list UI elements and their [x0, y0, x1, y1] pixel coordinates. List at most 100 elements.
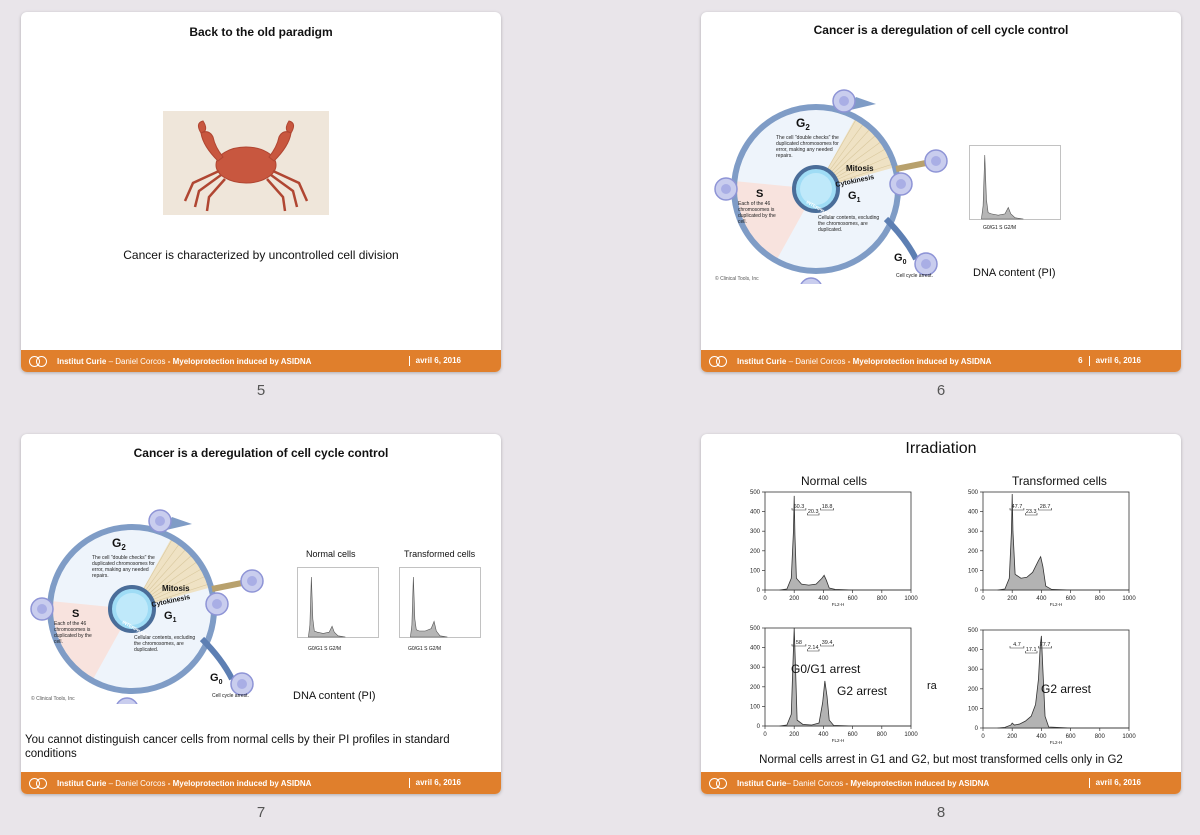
gate-label: 58 — [796, 640, 802, 646]
footer-author: Daniel Corcos — [115, 356, 166, 366]
plot-frame — [764, 627, 912, 727]
slide-body-text: Cancer is characterized by uncontrolled … — [123, 248, 399, 262]
histogram-svg — [399, 567, 481, 638]
cell-icon — [240, 569, 264, 593]
footer-topic: Myeloprotection induced by ASIDNA — [172, 356, 312, 366]
x-tick-label: 800 — [877, 732, 888, 738]
y-tick-label: 300 — [968, 529, 979, 535]
y-tick-label: 500 — [968, 490, 979, 496]
plot-frame — [982, 491, 1130, 591]
plot-frame — [764, 491, 912, 591]
gate-bracket — [1038, 646, 1052, 649]
transformed-cells-label: Transformed cells — [404, 549, 476, 559]
institut-curie-logo-icon — [29, 777, 49, 789]
histogram-area — [410, 576, 448, 638]
y-tick-label: 0 — [975, 726, 979, 732]
histogram-svg — [969, 145, 1061, 220]
x-axis-label: FL2-H — [832, 602, 845, 607]
y-tick-label: 300 — [750, 529, 761, 535]
y-tick-label: 500 — [750, 490, 761, 496]
gate-bracket — [1009, 646, 1025, 649]
y-tick-label: 500 — [968, 628, 979, 634]
g2-arrest-label: G2 arrest — [1041, 682, 1092, 696]
gate-label: 39.4 — [822, 640, 833, 646]
y-tick-label: 400 — [968, 648, 979, 654]
footer-author: Daniel Corcos — [795, 356, 846, 366]
cell-icon — [148, 509, 172, 533]
cell-icon — [714, 177, 738, 201]
slide-number-label: 6 — [936, 382, 946, 399]
x-tick-label: 800 — [1095, 734, 1106, 740]
x-tick-label: 1000 — [1122, 596, 1136, 602]
mitosis-label: Mitosis — [162, 584, 190, 593]
gate-label: 17.1 — [1026, 647, 1037, 653]
y-tick-label: 100 — [750, 704, 761, 710]
g0-description: Cell cycle arrest. — [896, 273, 933, 279]
gate-label: 23.3 — [1026, 509, 1037, 515]
slide-title: Cancer is a deregulation of cell cycle c… — [813, 23, 1069, 37]
slide-title: Back to the old paradigm — [189, 25, 333, 39]
dna-content-label: DNA content (PI) — [293, 690, 376, 702]
gate-bracket — [1009, 508, 1025, 511]
gate-bracket — [791, 508, 807, 511]
y-tick-label: 200 — [750, 549, 761, 555]
histogram-area — [997, 635, 1129, 729]
gate-bracket — [820, 508, 834, 511]
institut-curie-logo-icon — [29, 355, 49, 367]
pi-histogram-transformed — [399, 567, 481, 649]
y-tick-label: 0 — [757, 588, 761, 594]
x-tick-label: 400 — [1036, 734, 1047, 740]
x-tick-label: 200 — [1007, 734, 1018, 740]
footer-org: Institut Curie — [57, 356, 107, 366]
institut-curie-logo-icon — [709, 777, 729, 789]
footer-author: Daniel Corcos — [793, 778, 844, 788]
slide-title: Irradiation — [905, 440, 977, 457]
histogram-axis-label: G0/G1 S G2/M — [408, 646, 442, 652]
nucleus-inner — [800, 173, 832, 205]
cell-icon — [889, 172, 913, 196]
slide-thumbnail-7[interactable]: Cancer is a deregulation of cell cycle c… — [21, 434, 501, 794]
y-tick-label: 0 — [975, 588, 979, 594]
slide-footer: Institut Curie – Daniel Corcos - Myelopr… — [21, 350, 501, 372]
x-tick-label: 1000 — [904, 732, 918, 738]
gate-label: 20.3 — [808, 509, 819, 515]
footer-page: 6 — [1078, 356, 1083, 365]
footer-topic: Myeloprotection induced by ASIDNA — [852, 356, 992, 366]
gate-bracket — [807, 649, 820, 652]
y-tick-label: 200 — [750, 685, 761, 691]
slide-thumbnail-5[interactable]: Back to the old paradigm Cancer is chara… — [21, 12, 501, 372]
normal-cells-label: Normal cells — [801, 474, 868, 488]
copyright-label: © Clinical Tools, Inc — [715, 275, 759, 282]
cell-icon — [30, 597, 54, 621]
y-tick-label: 300 — [968, 667, 979, 673]
x-tick-label: 600 — [848, 732, 859, 738]
y-tick-label: 400 — [750, 510, 761, 516]
y-tick-label: 300 — [750, 665, 761, 671]
y-tick-label: 100 — [968, 706, 979, 712]
gate-label: 28.7 — [1040, 504, 1051, 510]
footer-date: avril 6, 2016 — [415, 356, 461, 365]
crab-image — [163, 111, 329, 215]
slide-thumbnail-8[interactable]: Irradiation Normal cells Transformed cel… — [701, 434, 1181, 794]
slide-number-label: 7 — [256, 804, 266, 821]
g0-arrow — [199, 636, 235, 681]
y-tick-label: 400 — [968, 510, 979, 516]
x-tick-label: 0 — [763, 732, 767, 738]
y-tick-label: 100 — [750, 568, 761, 574]
histogram-area — [981, 154, 1024, 220]
footer-org: Institut Curie — [737, 778, 787, 788]
cell-icon — [230, 672, 254, 696]
slide-thumbnail-6[interactable]: Cancer is a deregulation of cell cycle c… — [701, 12, 1181, 372]
x-axis-label: FL2-H — [1050, 740, 1063, 745]
cell-icon — [914, 252, 938, 276]
